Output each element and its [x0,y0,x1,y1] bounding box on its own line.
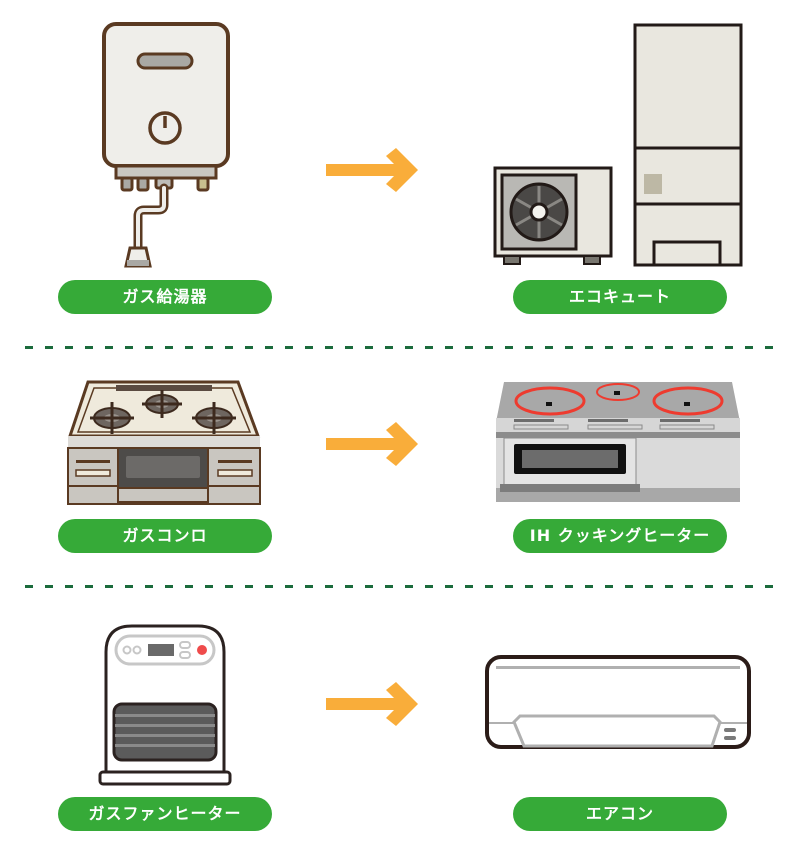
label-air-conditioner: エアコン [513,797,727,831]
eco-cute-heat-pump-icon [493,23,743,267]
label-gas-fan-heater: ガスファンヒーター [58,797,272,831]
label-ih-cooking-heater: IH クッキングヒーター [513,519,727,553]
ih-cooking-heater-icon [496,382,740,502]
right-arrow-icon [326,682,418,726]
gas-stove-icon [67,380,261,505]
row-divider [25,585,775,588]
gas-water-heater-icon [102,22,230,268]
right-arrow-icon [326,422,418,466]
air-conditioner-icon [485,655,751,749]
row-divider [25,346,775,349]
label-gas-water-heater: ガス給湯器 [58,280,272,314]
gas-fan-heater-icon [98,624,232,786]
label-gas-stove: ガスコンロ [58,519,272,553]
right-arrow-icon [326,148,418,192]
label-eco-cute: エコキュート [513,280,727,314]
